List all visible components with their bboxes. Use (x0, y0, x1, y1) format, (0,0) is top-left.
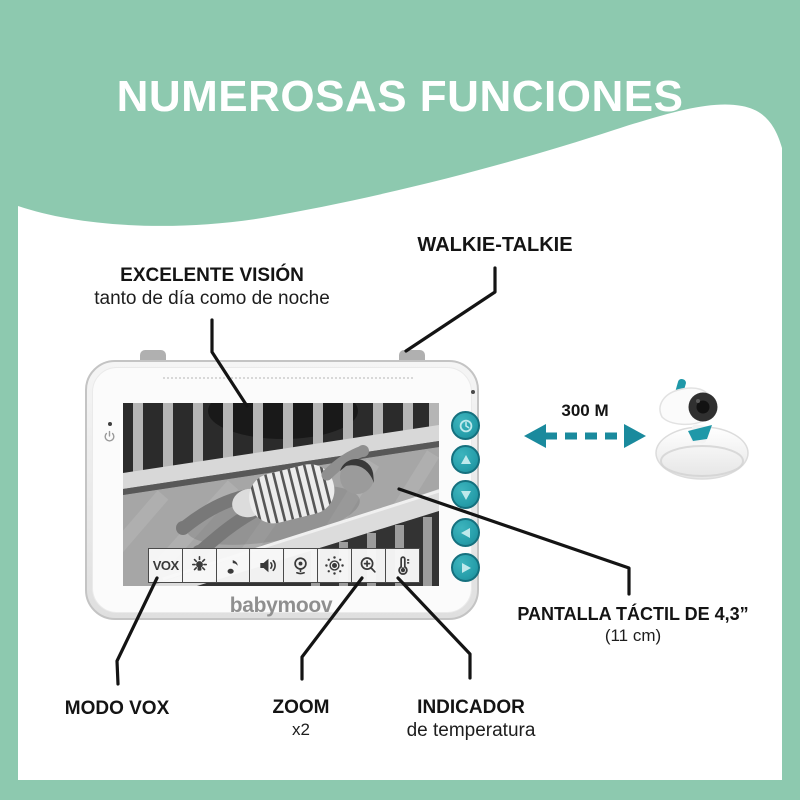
vox-icon: VOX (152, 558, 179, 573)
annotation-vox-mode: MODO VOX (64, 698, 170, 719)
annotation-range: 300 M (561, 401, 609, 420)
microphone-hole (471, 390, 475, 394)
menu-button (451, 411, 480, 440)
night-light-icon (191, 556, 208, 571)
screen-icon-night-light (181, 548, 218, 583)
power-icon (104, 430, 115, 442)
screen-icon-volume (249, 548, 285, 583)
power-led (108, 422, 112, 426)
annotation-subtitle: tanto de día como de noche (94, 288, 330, 309)
monitor-face: VOX (92, 367, 480, 617)
annotation-subtitle: de temperatura (406, 720, 536, 741)
annotation-temperature: INDICADOR de temperatura (407, 696, 536, 742)
annotation-subtitle: (11 cm) (604, 626, 662, 645)
nav-right-button (451, 553, 480, 582)
arrow-right-icon (461, 562, 471, 573)
baby-monitor: VOX (85, 360, 480, 620)
monitor-speaker-tab (399, 350, 425, 363)
annotation-title: PANTALLA TÁCTIL DE 4,3” (517, 604, 749, 624)
camera-joint (688, 425, 712, 441)
speaker-grille (163, 377, 413, 379)
temperature-icon (398, 556, 409, 575)
annotation-subtitle: x2 (292, 720, 310, 739)
annotation-walkie-talkie: WALKIE-TALKIE (417, 234, 573, 256)
nav-down-button (451, 480, 480, 509)
screen-icon-lullaby (215, 548, 251, 583)
crib-slats-back (133, 403, 439, 477)
annotation-zoom: ZOOM x2 (273, 696, 330, 740)
timer-icon (459, 419, 472, 432)
nav-left-button (451, 518, 480, 547)
page-title: NUMEROSAS FUNCIONES (116, 72, 684, 121)
arrow-up-icon (460, 454, 471, 464)
nav-up-button (451, 445, 480, 474)
camera-icon (294, 557, 308, 575)
annotation-title: INDICADOR (417, 697, 525, 718)
screen-icon-zoom (350, 548, 387, 583)
monitor-screen: VOX (123, 403, 439, 586)
annotation-title: EXCELENTE VISIÓN (120, 265, 304, 286)
camera-unit-figure (655, 378, 749, 480)
arrow-down-icon (460, 490, 471, 500)
screen-icon-brightness (316, 548, 353, 583)
screen-icon-camera (283, 548, 319, 583)
header-wave (18, 0, 782, 226)
annotation-excellent-vision: EXCELENTE VISIÓN tanto de día como de no… (94, 264, 330, 310)
monitor-top-tab-left (140, 350, 166, 363)
brightness-icon (325, 556, 344, 575)
arrow-left-icon (460, 527, 470, 538)
annotation-title: ZOOM (272, 697, 330, 718)
screen-icon-bar: VOX (148, 548, 420, 583)
volume-icon (259, 558, 276, 573)
screen-icon-vox: VOX (148, 548, 184, 583)
zoom-icon (360, 557, 376, 573)
screen-icon-temperature (384, 548, 420, 583)
lullaby-icon (227, 560, 238, 574)
annotation-touchscreen: PANTALLA TÁCTIL DE 4,3” (11 cm) (517, 603, 748, 646)
brand-logo: babymoov (229, 594, 333, 617)
